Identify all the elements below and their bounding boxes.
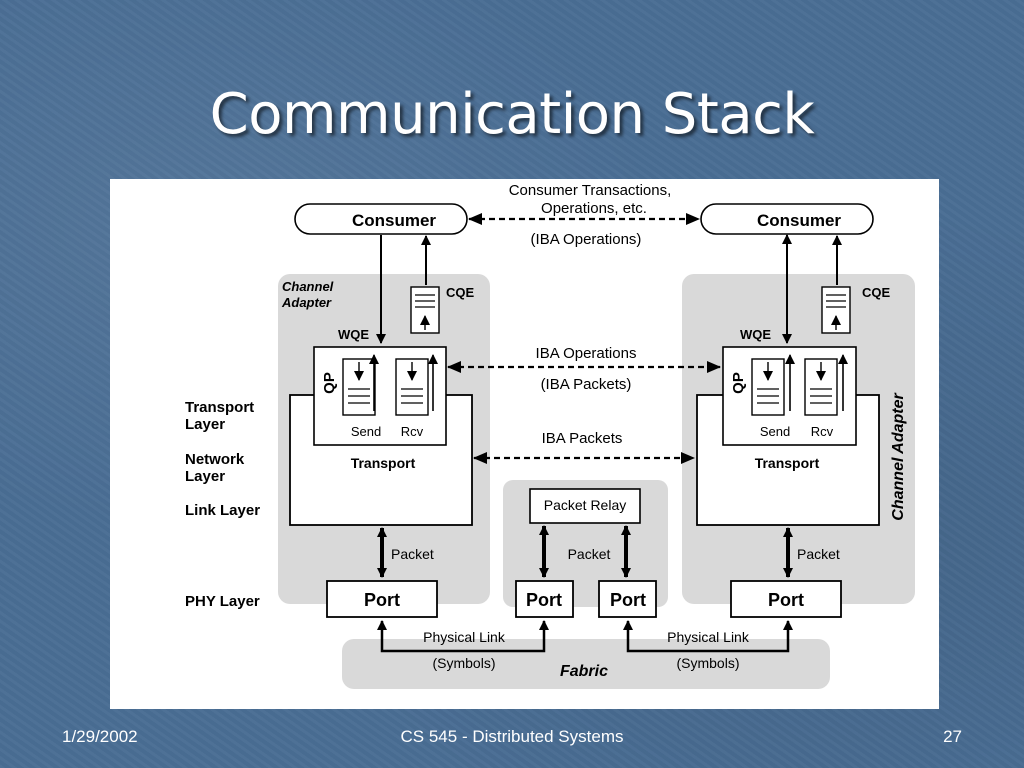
layer-link: Link Layer	[185, 502, 260, 519]
mid-label-line2: (IBA Packets)	[541, 376, 632, 393]
send-right-label: Send	[760, 424, 790, 439]
channel-adapter-left-label-2: Adapter	[281, 295, 332, 310]
channel-adapter-left-label-1: Channel	[282, 279, 334, 294]
iba-packets-label: IBA Packets	[542, 430, 623, 447]
qp-right-label: QP	[730, 372, 747, 394]
footer-date: 1/29/2002	[62, 727, 138, 746]
transport-left-label: Transport	[351, 455, 416, 471]
mid-label-line1: IBA Operations	[536, 345, 637, 362]
top-label-line1: Consumer Transactions,	[509, 182, 672, 199]
symbols-right-label: (Symbols)	[676, 655, 739, 671]
footer-page-number: 27	[943, 727, 962, 746]
layer-network-line1: Network	[185, 451, 245, 468]
slide-title: Communication Stack	[209, 82, 815, 147]
port-right-label: Port	[768, 590, 804, 610]
rcv-left-label: Rcv	[401, 424, 424, 439]
cqe-right-label: CQE	[862, 285, 891, 300]
port-fabric-right-box	[598, 580, 657, 618]
cqe-left-label: CQE	[446, 285, 475, 300]
footer-course: CS 545 - Distributed Systems	[400, 727, 624, 746]
communication-stack-diagram: Consumer Consumer Consumer Transactions,…	[110, 179, 939, 709]
consumer-right-label: Consumer	[757, 211, 841, 230]
port-fabric-left-label: Port	[526, 590, 562, 610]
port-fabric-left-box	[515, 580, 574, 618]
port-right-box	[730, 580, 842, 618]
wqe-left-label: WQE	[338, 327, 369, 342]
physical-link-left-label: Physical Link	[423, 629, 506, 645]
consumer-left-box	[294, 203, 468, 235]
packet-relay-label: Packet Relay	[544, 497, 626, 513]
top-label-line2: Operations, etc.	[541, 200, 647, 217]
channel-adapter-right-label: Channel Adapter	[890, 393, 907, 521]
wqe-right-label: WQE	[740, 327, 771, 342]
port-fabric-right-label: Port	[610, 590, 646, 610]
symbols-left-label: (Symbols)	[432, 655, 495, 671]
layer-transport-line2: Layer	[185, 416, 225, 433]
physical-link-left-arrow	[377, 620, 549, 653]
physical-link-right-arrow	[623, 620, 793, 653]
qp-left-label: QP	[321, 372, 338, 394]
fabric-label: Fabric	[560, 663, 608, 680]
send-left-label: Send	[351, 424, 381, 439]
consumer-left-label: Consumer	[352, 211, 436, 230]
port-left-label: Port	[364, 590, 400, 610]
layer-phy: PHY Layer	[185, 593, 260, 610]
packet-right-label: Packet	[797, 546, 840, 562]
rcv-right-label: Rcv	[811, 424, 834, 439]
physical-link-right-label: Physical Link	[667, 629, 750, 645]
layer-transport-line1: Transport	[185, 399, 254, 416]
top-label-line3: (IBA Operations)	[531, 231, 642, 248]
layer-network-line2: Layer	[185, 468, 225, 485]
packet-mid-label: Packet	[568, 546, 611, 562]
transport-right-label: Transport	[755, 455, 820, 471]
packet-relay-box	[529, 488, 641, 524]
port-left-box	[326, 580, 438, 618]
packet-left-label: Packet	[391, 546, 434, 562]
